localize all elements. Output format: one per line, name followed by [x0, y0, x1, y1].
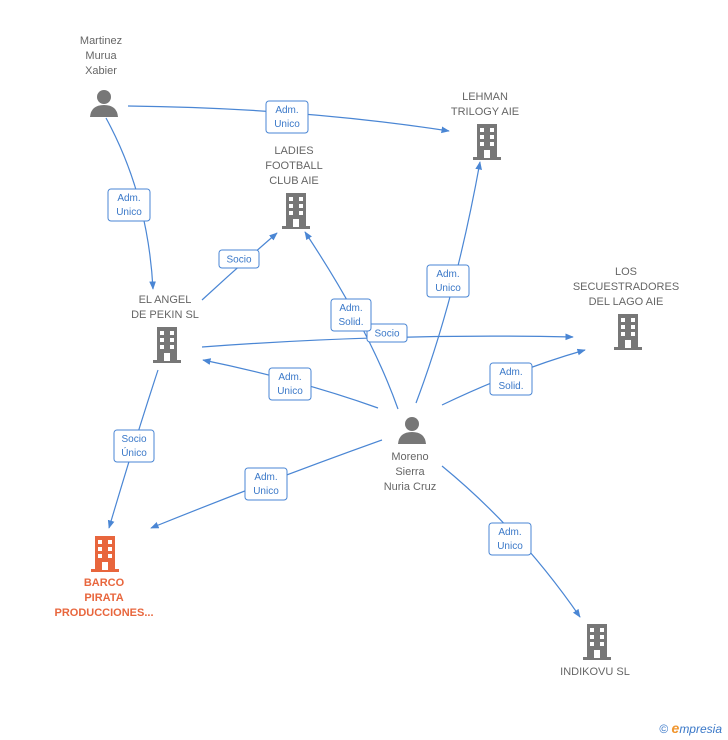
edge-label-text: Socio — [121, 434, 146, 445]
node-label-line: PIRATA — [84, 592, 123, 604]
edge-labels-layer: Adm.UnicoAdm.UnicoSocioSocioSocioÚnicoAd… — [107, 100, 533, 556]
building-icon — [583, 624, 611, 660]
edge-label-box — [107, 188, 151, 222]
edge-label-text: Socio — [374, 329, 399, 340]
edge-label-text: Adm. — [339, 303, 362, 314]
edge-label-box — [488, 522, 532, 556]
edge-label-text: Unico — [277, 386, 303, 397]
node-label-line: Nuria Cruz — [384, 481, 437, 493]
edge-label-text: Unico — [253, 486, 279, 497]
edge-label-text: Adm. — [275, 105, 298, 116]
edge-label-box — [489, 362, 533, 396]
node-lehman[interactable]: LEHMAN TRILOGY AIE — [451, 91, 519, 160]
copyright-symbol: © — [659, 722, 669, 736]
edge-label-moreno-to-indikovu[interactable]: Adm. Unico — [488, 522, 532, 556]
edge-label-text: Solid. — [338, 317, 363, 328]
node-label-line: DEL LAGO AIE — [589, 296, 664, 308]
node-label-line: Murua — [85, 50, 117, 62]
edge-label-text: Adm. — [254, 472, 277, 483]
building-icon — [91, 536, 119, 572]
edge-label-martinez-to-lehman[interactable]: Adm. Unico — [265, 100, 309, 134]
node-barco[interactable]: BARCO PIRATA PRODUCCIONES... — [54, 536, 154, 619]
node-label-line: INDIKOVU SL — [560, 666, 630, 678]
node-label-line: BARCO — [84, 577, 125, 589]
edge-label-text: Solid. — [498, 381, 523, 392]
edge-label-angel-to-ladies[interactable]: Socio — [218, 249, 260, 269]
brand-logo-initial: e — [671, 720, 680, 736]
edge-label-text: Adm. — [436, 269, 459, 280]
node-secuestradores[interactable]: LOS SECUESTRADORES DEL LAGO AIE — [573, 266, 679, 350]
edge-label-moreno-to-lehman[interactable]: Adm. Unico — [426, 264, 470, 298]
brand-footer: © empresia — [659, 720, 722, 736]
node-label-line: Moreno — [391, 451, 428, 463]
edge-label-box — [218, 249, 260, 269]
edge-label-box — [113, 429, 155, 463]
edge-label-text: Unico — [497, 541, 523, 552]
node-ladies[interactable]: LADIES FOOTBALL CLUB AIE — [265, 145, 323, 229]
node-label-line: LOS — [615, 266, 637, 278]
node-angel[interactable]: EL ANGEL DE PEKIN SL — [131, 294, 199, 363]
edge-label-text: Adm. — [278, 372, 301, 383]
edge-label-text: Adm. — [499, 367, 522, 378]
node-label-line: SECUESTRADORES — [573, 281, 679, 293]
edge-label-moreno-to-secuestradores[interactable]: Adm. Solid. — [489, 362, 533, 396]
node-label-line: LEHMAN — [462, 91, 508, 103]
node-label-line: EL ANGEL — [139, 294, 192, 306]
edge-label-text: Unico — [435, 283, 461, 294]
node-label-line: Xabier — [85, 65, 117, 77]
node-label-line: PRODUCCIONES... — [54, 607, 153, 619]
edge-label-text: Unico — [116, 207, 142, 218]
node-label-line: CLUB AIE — [269, 175, 319, 187]
edge-label-box — [244, 467, 288, 501]
node-indikovu[interactable]: INDIKOVU SL — [560, 624, 630, 678]
edge-label-box — [366, 323, 408, 343]
node-label-line: Sierra — [395, 466, 425, 478]
edge-label-text: Adm. — [498, 527, 521, 538]
edge-label-text: Único — [121, 446, 147, 459]
edge-label-moreno-to-angel[interactable]: Adm. Unico — [268, 367, 312, 401]
node-label-line: DE PEKIN SL — [131, 309, 199, 321]
edge-label-box — [268, 367, 312, 401]
edge-label-box — [426, 264, 470, 298]
edge-label-box — [330, 298, 372, 332]
edge-label-angel-to-secuestradores[interactable]: Socio — [366, 323, 408, 343]
person-icon — [398, 417, 426, 444]
edge-label-text: Socio — [226, 255, 251, 266]
building-icon — [614, 314, 642, 350]
node-label-line: LADIES — [274, 145, 313, 157]
edge-label-box — [265, 100, 309, 134]
building-icon — [282, 193, 310, 229]
edge-label-moreno-to-barco[interactable]: Adm. Unico — [244, 467, 288, 501]
brand-name: mpresia — [679, 722, 722, 736]
person-icon — [90, 90, 118, 117]
edge-label-text: Unico — [274, 119, 300, 130]
edge-label-moreno-to-ladies[interactable]: Adm. Solid. — [330, 298, 372, 332]
node-label-line: TRILOGY AIE — [451, 106, 519, 118]
edge-label-text: Adm. — [117, 193, 140, 204]
building-icon — [153, 327, 181, 363]
node-label-line: Martinez — [80, 35, 122, 47]
node-label-line: FOOTBALL — [265, 160, 322, 172]
building-icon — [473, 124, 501, 160]
edge-label-martinez-to-angel[interactable]: Adm. Unico — [107, 188, 151, 222]
